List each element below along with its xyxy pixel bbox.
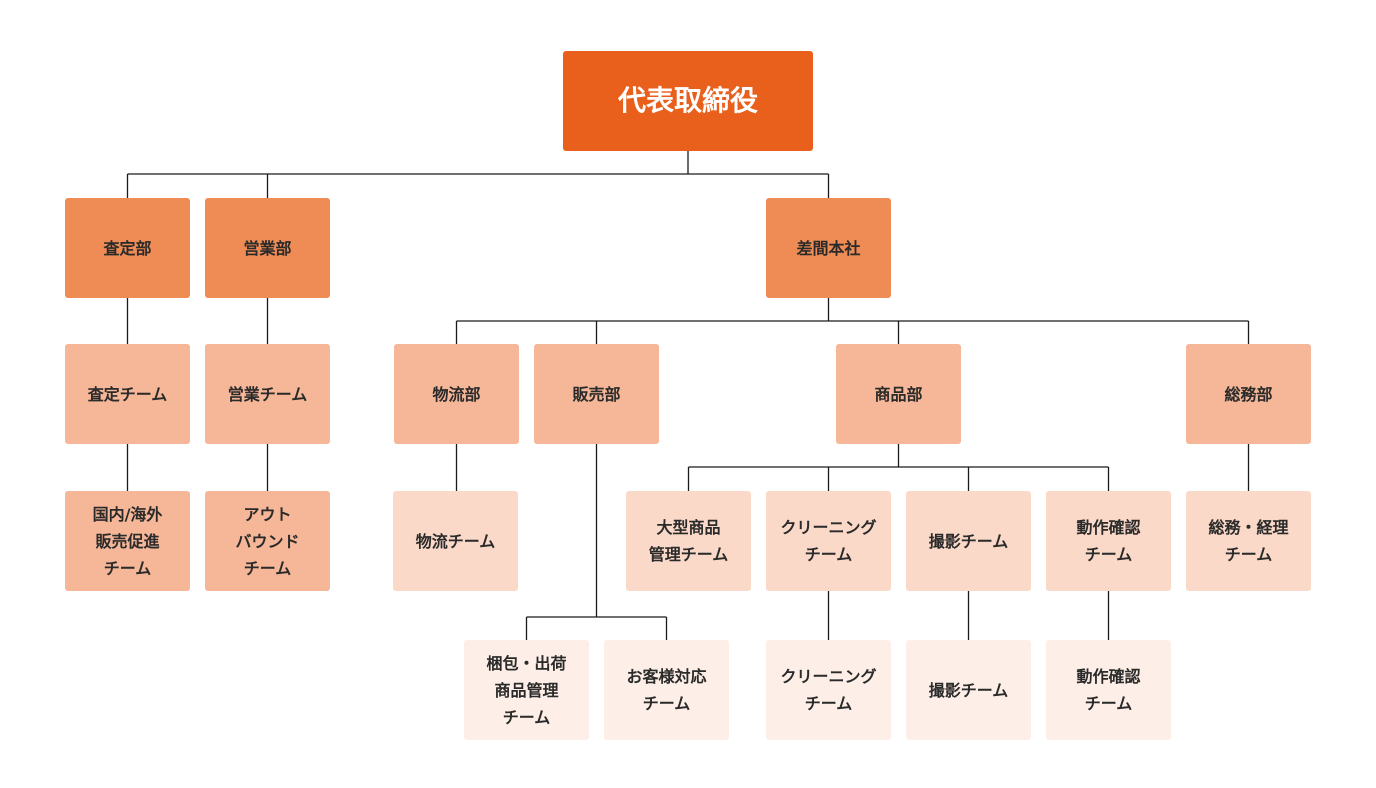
org-node-butsuryu-team: 物流チーム bbox=[393, 491, 518, 591]
org-node-dosa2: 動作確認 チーム bbox=[1046, 640, 1171, 740]
org-node-konpo: 梱包・出荷 商品管理 チーム bbox=[464, 640, 589, 740]
org-node-hanbai: 販売部 bbox=[534, 344, 659, 444]
org-node-satei-team: 査定チーム bbox=[65, 344, 190, 444]
org-node-cleaning2: クリーニング チーム bbox=[766, 640, 891, 740]
org-node-somu: 総務部 bbox=[1186, 344, 1311, 444]
org-node-somu-team: 総務・経理 チーム bbox=[1186, 491, 1311, 591]
org-node-satsuei2: 撮影チーム bbox=[906, 640, 1031, 740]
org-node-ogata: 大型商品 管理チーム bbox=[626, 491, 751, 591]
org-node-eigyo-team: 営業チーム bbox=[205, 344, 330, 444]
org-node-cleaning: クリーニング チーム bbox=[766, 491, 891, 591]
org-node-satsuei: 撮影チーム bbox=[906, 491, 1031, 591]
org-node-honsha: 差間本社 bbox=[766, 198, 891, 298]
org-node-satei: 査定部 bbox=[65, 198, 190, 298]
org-node-eigyo: 営業部 bbox=[205, 198, 330, 298]
org-node-outbound: アウト バウンド チーム bbox=[205, 491, 330, 591]
org-node-okyaku: お客様対応 チーム bbox=[604, 640, 729, 740]
org-node-ceo: 代表取締役 bbox=[563, 51, 813, 151]
org-node-shohin: 商品部 bbox=[836, 344, 961, 444]
org-node-butsuryu: 物流部 bbox=[394, 344, 519, 444]
org-node-dosa: 動作確認 チーム bbox=[1046, 491, 1171, 591]
org-node-kokunai: 国内/海外 販売促進 チーム bbox=[65, 491, 190, 591]
